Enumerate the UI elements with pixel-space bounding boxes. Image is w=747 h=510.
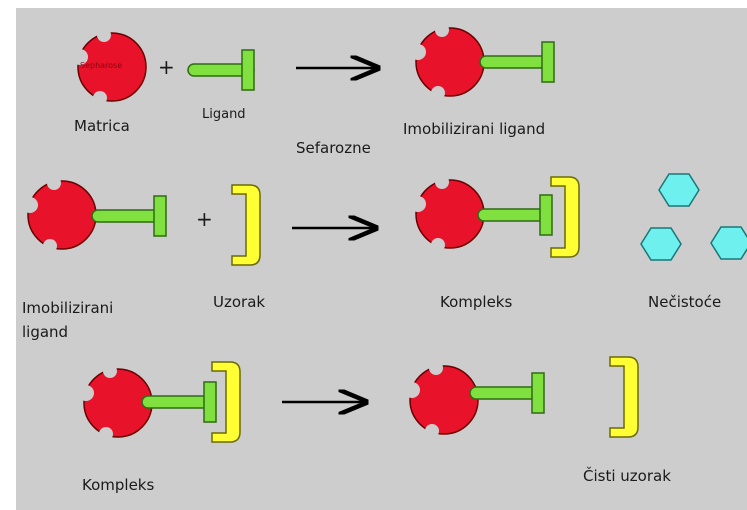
pure-sample-label: Čisti uzorak — [583, 467, 671, 485]
immobilized-ligand-label: Imobilizirani ligand — [403, 120, 545, 138]
arrow-label-sefarozne: Sefarozne — [296, 139, 371, 157]
immobilized-bead-2 — [22, 176, 96, 253]
plus-sign-1: + — [158, 58, 175, 76]
ligand-label: Ligand — [202, 106, 246, 124]
immobilized-bead-1 — [410, 23, 484, 100]
impurity-hexagon-2 — [641, 228, 681, 260]
pure-sample-3 — [610, 357, 638, 437]
immobilized-ligand-1 — [480, 42, 554, 82]
immobilized-ligand-2 — [92, 196, 166, 236]
complex-bead-2 — [410, 175, 484, 252]
impurity-hexagon-3 — [711, 227, 747, 259]
impurities-label: Nečistoće — [648, 293, 721, 311]
immobilized-ligand-label-2: Imobilizirani ligand — [22, 296, 132, 344]
complex-ligand-3 — [142, 382, 216, 422]
sample-label: Uzorak — [213, 293, 265, 311]
matrix-label: Matrica — [74, 117, 130, 135]
impurity-hexagon-1 — [659, 174, 699, 206]
complex-label-3: Kompleks — [82, 476, 154, 494]
complex-ligand-2 — [478, 195, 552, 235]
sample-2 — [232, 185, 260, 265]
ligand-free — [188, 50, 254, 90]
complex-sample-2 — [551, 177, 579, 257]
complex-bead-3 — [78, 364, 152, 441]
complex-label: Kompleks — [440, 293, 512, 311]
free-ligand-3 — [470, 373, 544, 413]
free-bead-3 — [404, 361, 478, 438]
matrix-inner-label: Sepharose — [80, 61, 122, 70]
plus-sign-2: + — [196, 210, 213, 228]
